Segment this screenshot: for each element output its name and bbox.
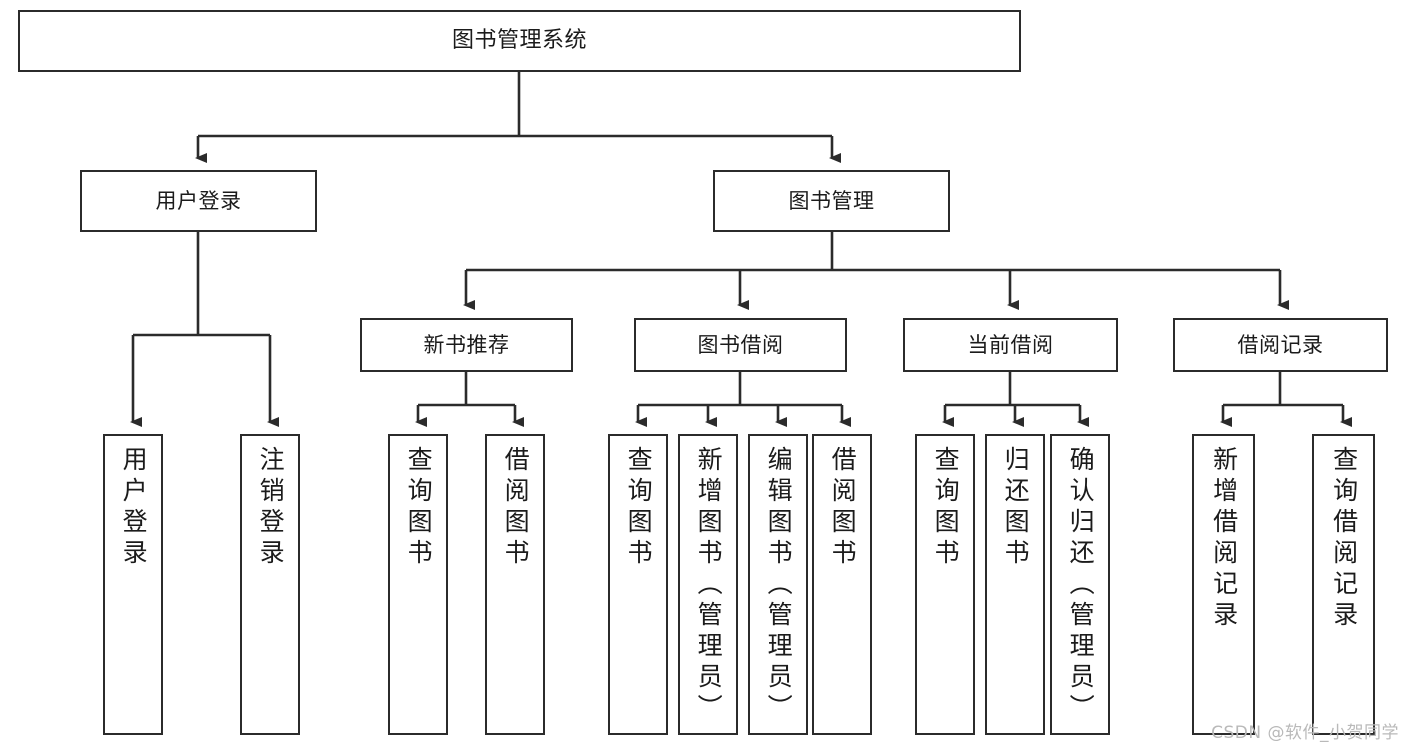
node-leaf-add-record[interactable]: 新增借阅记录 bbox=[1192, 434, 1255, 735]
node-book-manage[interactable]: 图书管理 bbox=[713, 170, 950, 232]
node-new-book-recommend-label: 新书推荐 bbox=[423, 332, 510, 357]
node-leaf-add-record-label: 新增借阅记录 bbox=[1209, 446, 1239, 632]
node-leaf-borrow-book-1[interactable]: 借阅图书 bbox=[485, 434, 545, 735]
node-leaf-borrow-book-2[interactable]: 借阅图书 bbox=[812, 434, 872, 735]
node-leaf-add-book-label: 新增图书（管理员） bbox=[694, 446, 724, 725]
node-leaf-query-book-2-label: 查询图书 bbox=[624, 446, 654, 570]
node-root-label: 图书管理系统 bbox=[451, 28, 587, 54]
node-leaf-borrow-book-1-label: 借阅图书 bbox=[501, 446, 531, 570]
node-leaf-return-book-label: 归还图书 bbox=[1001, 446, 1031, 570]
node-book-manage-label: 图书管理 bbox=[788, 188, 875, 213]
node-current-borrow-label: 当前借阅 bbox=[967, 332, 1054, 357]
node-leaf-return-book[interactable]: 归还图书 bbox=[985, 434, 1045, 735]
node-new-book-recommend[interactable]: 新书推荐 bbox=[360, 318, 573, 372]
watermark-text: CSDN @软件_小贺同学 bbox=[1211, 723, 1399, 743]
node-leaf-query-record[interactable]: 查询借阅记录 bbox=[1312, 434, 1375, 735]
node-user-login[interactable]: 用户登录 bbox=[80, 170, 317, 232]
node-leaf-user-login-label: 用户登录 bbox=[119, 446, 149, 570]
node-leaf-query-book-1[interactable]: 查询图书 bbox=[388, 434, 448, 735]
node-current-borrow[interactable]: 当前借阅 bbox=[903, 318, 1118, 372]
node-leaf-confirm-return-label: 确认归还（管理员） bbox=[1066, 446, 1096, 725]
node-borrow-record-label: 借阅记录 bbox=[1237, 332, 1324, 357]
node-leaf-user-logout-label: 注销登录 bbox=[256, 446, 286, 570]
node-leaf-query-record-label: 查询借阅记录 bbox=[1329, 446, 1359, 632]
node-book-borrow[interactable]: 图书借阅 bbox=[634, 318, 847, 372]
node-root[interactable]: 图书管理系统 bbox=[18, 10, 1021, 72]
node-user-login-label: 用户登录 bbox=[155, 188, 242, 213]
node-leaf-add-book[interactable]: 新增图书（管理员） bbox=[678, 434, 738, 735]
node-leaf-query-book-3-label: 查询图书 bbox=[931, 446, 961, 570]
node-leaf-edit-book-label: 编辑图书（管理员） bbox=[764, 446, 794, 725]
node-leaf-edit-book[interactable]: 编辑图书（管理员） bbox=[748, 434, 808, 735]
node-leaf-confirm-return[interactable]: 确认归还（管理员） bbox=[1050, 434, 1110, 735]
node-leaf-query-book-2[interactable]: 查询图书 bbox=[608, 434, 668, 735]
node-leaf-user-login[interactable]: 用户登录 bbox=[103, 434, 163, 735]
node-leaf-user-logout[interactable]: 注销登录 bbox=[240, 434, 300, 735]
node-leaf-query-book-1-label: 查询图书 bbox=[404, 446, 434, 570]
node-leaf-query-book-3[interactable]: 查询图书 bbox=[915, 434, 975, 735]
node-borrow-record[interactable]: 借阅记录 bbox=[1173, 318, 1388, 372]
node-book-borrow-label: 图书借阅 bbox=[697, 332, 784, 357]
node-leaf-borrow-book-2-label: 借阅图书 bbox=[828, 446, 858, 570]
